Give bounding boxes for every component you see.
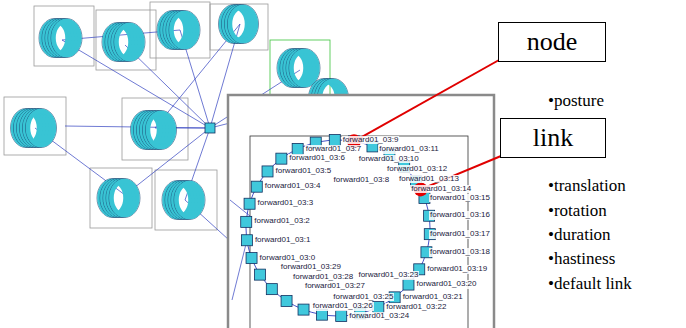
frame-label: forward01_03:0 [259, 254, 317, 263]
posture-ring [172, 13, 198, 47]
attribute-item: •hastiness [548, 249, 615, 269]
frame-label: forward01_03:19 [426, 265, 488, 274]
ring-outline [51, 19, 82, 58]
frame-label: forward01_03:29 [280, 263, 342, 272]
frame-label: forward01_03:16 [429, 211, 491, 220]
posture-ring [112, 181, 138, 215]
frame-label: forward01_03:4 [264, 182, 322, 191]
ring-outline [143, 111, 174, 150]
callout-label: link [533, 124, 573, 153]
posture-ring [230, 7, 256, 41]
posture-ring [148, 113, 174, 147]
frame-label: forward01_03:11 [378, 145, 439, 154]
ring-outline [114, 23, 145, 62]
ring-outline [174, 181, 205, 220]
frame-label: forward01_03:25 [332, 293, 394, 302]
posture-square [266, 284, 277, 295]
posture-square [403, 279, 414, 290]
ring-outline [169, 11, 200, 50]
frame-label: forward01_03:21 [402, 293, 464, 302]
frame-label: forward01_03:9 [342, 136, 400, 145]
posture-square [241, 235, 252, 246]
ring-outline [109, 179, 140, 218]
ring-outline [146, 111, 177, 150]
posture-square [336, 310, 347, 321]
ring-outline [286, 49, 317, 88]
ring-outline [106, 179, 137, 218]
attribute-item: •translation [548, 176, 626, 196]
posture-square [292, 143, 303, 154]
ring-outline [23, 109, 54, 148]
frame-label: forward01_03:20 [415, 280, 477, 289]
ring-outline [111, 23, 142, 62]
frame-label: forward01_03:23 [357, 271, 419, 280]
posture-square [298, 304, 309, 315]
attribute-item: •default link [548, 274, 632, 294]
frame-label: forward01_03:10 [358, 155, 420, 164]
posture-ring [28, 111, 54, 145]
ring-outline [48, 19, 79, 58]
posture-square [251, 181, 262, 192]
frame-label: forward01_03:12 [386, 165, 448, 174]
frame-label: forward01_03:14 [410, 185, 472, 194]
frame-label: forward01_03:24 [348, 312, 410, 321]
ring-outline [166, 11, 197, 50]
attribute-item: •duration [548, 225, 611, 245]
posture-ring [54, 21, 80, 55]
posture-ring [117, 25, 143, 59]
posture-square [281, 295, 292, 306]
frame-label: forward01_03:26 [312, 302, 374, 311]
frame-label: forward01_03:5 [275, 167, 333, 176]
frame-label: forward01_03:7 [305, 145, 363, 154]
frame-label: forward01_03:3 [257, 199, 315, 208]
frame-label: forward01_03:28 [292, 273, 354, 282]
frame-label: forward01_03:18 [429, 248, 491, 257]
frame-label: forward01_03:13 [398, 175, 460, 184]
callout-label: node [527, 28, 578, 57]
ring-outline [225, 5, 256, 44]
callout-box: node [498, 22, 606, 62]
ring-outline [26, 109, 57, 148]
attribute-item: •rotation [548, 201, 607, 221]
posture-square [262, 166, 273, 177]
frame-label: forward01_03:2 [253, 217, 311, 226]
frame-label: forward01_03:22 [385, 303, 447, 312]
attribute-item: •posture [548, 91, 604, 111]
frame-label: forward01_03:15 [429, 194, 491, 203]
posture-square [241, 216, 252, 227]
ring-outline [171, 181, 202, 220]
posture-ring [177, 183, 203, 217]
leader-line [354, 60, 499, 141]
posture-square [246, 253, 257, 264]
callout-box: link [500, 118, 606, 158]
hub-node [205, 123, 215, 133]
frame-label: forward01_03:27 [304, 282, 366, 291]
frame-label: forward01_03:17 [429, 230, 491, 239]
frame-label: forward01_03:6 [288, 154, 346, 163]
posture-ring [292, 51, 318, 85]
posture-square [254, 269, 265, 280]
posture-square [276, 153, 287, 164]
posture-square [244, 198, 255, 209]
frame-label: forward01_03:8 [333, 176, 391, 185]
frame-label: forward01_03:1 [254, 236, 312, 245]
inset-frame [228, 95, 494, 328]
ring-outline [228, 5, 259, 44]
